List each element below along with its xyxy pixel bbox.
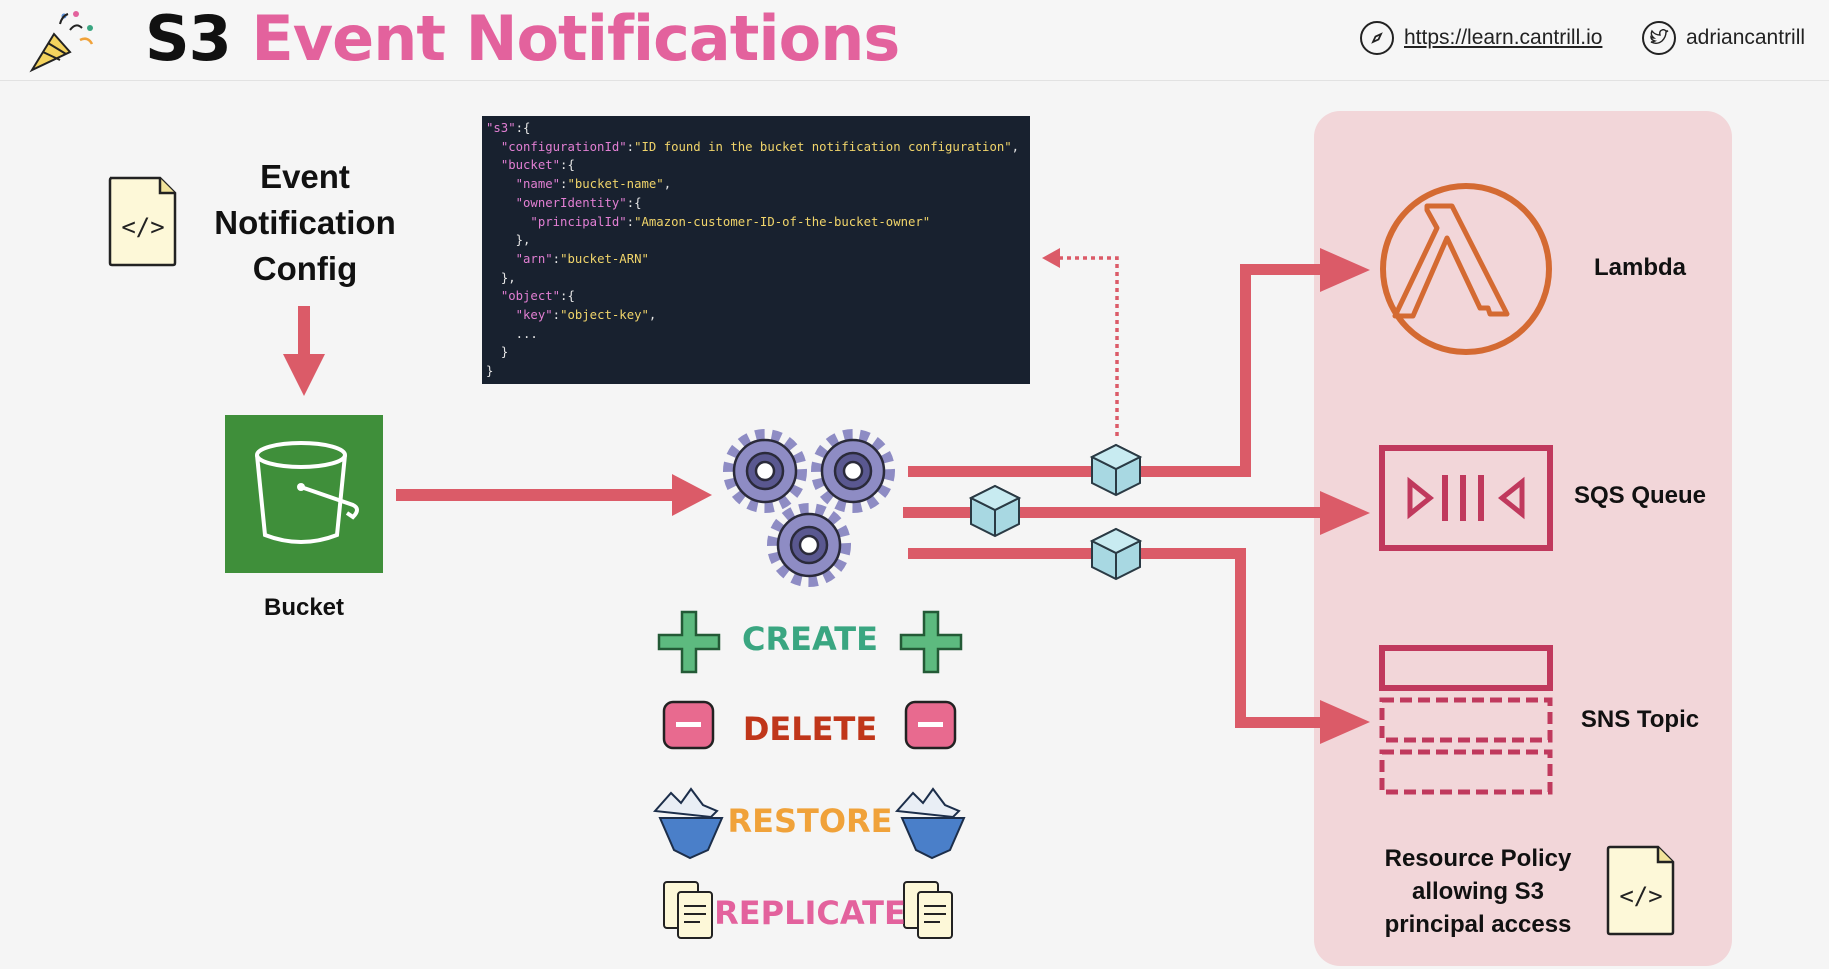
- title-event-notifications: Event Notifications: [251, 2, 900, 75]
- code-document-icon: </>: [108, 176, 177, 267]
- lambda-label: Lambda: [1593, 254, 1686, 281]
- code-line: "principalId":"Amazon-customer-ID-of-the…: [530, 214, 931, 229]
- resource-policy-line: allowing S3: [1411, 878, 1545, 905]
- code-key: "key": [515, 308, 553, 323]
- event-message-cube-icon: [1089, 527, 1143, 581]
- code-line: },: [515, 233, 531, 248]
- twitter-name[interactable]: adriancantrill: [1686, 26, 1806, 49]
- website-url[interactable]: https://learn.cantrill.io: [1404, 26, 1603, 49]
- code-key: "object": [500, 289, 561, 304]
- svg-text:</>: </>: [121, 213, 164, 241]
- lambda-icon: [1380, 183, 1552, 355]
- route-to-sqs: [903, 491, 1370, 535]
- glacier-icon: [652, 787, 966, 860]
- event-message-cube-icon: [968, 484, 1022, 538]
- website-link[interactable]: https://learn.cantrill.io: [1360, 18, 1602, 58]
- event-restore: RESTORE: [727, 802, 893, 840]
- sns-topic-icon: [1379, 645, 1553, 795]
- code-line: }: [500, 345, 509, 360]
- sns-label: SNS Topic: [1580, 706, 1700, 733]
- resource-policy-line: principal access: [1384, 911, 1572, 938]
- code-line: "object":{: [500, 289, 575, 304]
- code-value: "ID found in the bucket notification con…: [634, 139, 1012, 154]
- code-line: "arn":"bucket-ARN": [515, 251, 649, 266]
- route-to-lambda: [908, 248, 1370, 477]
- resource-policy-label: Resource Policy allowing S3 principal ac…: [1358, 842, 1598, 941]
- code-key: "ownerIdentity": [515, 195, 627, 210]
- bucket-label: Bucket: [263, 594, 345, 621]
- event-replicate: REPLICATE: [714, 894, 906, 932]
- code-key: "bucket": [500, 158, 561, 173]
- svg-text:</>: </>: [1619, 882, 1662, 910]
- code-line: "configurationId":"ID found in the bucke…: [500, 139, 1020, 154]
- code-value: "bucket-ARN": [560, 251, 649, 266]
- config-to-bucket-arrow: [283, 306, 325, 396]
- twitter-handle[interactable]: adriancantrill: [1642, 18, 1805, 58]
- page-title: S3 Event Notifications: [145, 2, 900, 75]
- minus-icon: [662, 700, 957, 750]
- copy-documents-icon: [663, 881, 953, 939]
- config-label-line: Event: [260, 158, 350, 195]
- s3-bucket-icon: [225, 415, 383, 573]
- config-label-line: Notification: [214, 204, 396, 241]
- code-line: "key":"object-key",: [515, 308, 657, 323]
- event-data-dotted-arrow: [1042, 248, 1119, 436]
- route-to-sns: [908, 548, 1370, 744]
- code-line: },: [500, 270, 516, 285]
- header: S3 Event Notifications https://learn.can…: [0, 0, 1829, 81]
- code-key: "arn": [515, 251, 553, 266]
- event-message-cube-icon: [1089, 443, 1143, 497]
- code-key: "name": [515, 177, 561, 192]
- config-label: Event Notification Config: [185, 154, 425, 292]
- sqs-queue-icon: [1379, 445, 1553, 551]
- code-line: "ownerIdentity":{: [515, 195, 642, 210]
- event-create: CREATE: [742, 620, 878, 658]
- code-line: }: [486, 364, 494, 379]
- gear-icon: [723, 429, 895, 587]
- code-value: "bucket-name": [567, 177, 664, 192]
- code-document-icon: </>: [1606, 845, 1675, 936]
- code-value: "object-key": [560, 308, 649, 323]
- sqs-label: SQS Queue: [1573, 482, 1707, 509]
- twitter-bird-icon: [1642, 21, 1676, 55]
- code-key: "principalId": [530, 214, 627, 229]
- party-popper-icon: [29, 11, 94, 73]
- code-line: "bucket":{: [500, 158, 575, 173]
- event-delete: DELETE: [742, 710, 878, 748]
- code-value: "Amazon-customer-ID-of-the-bucket-owner": [634, 214, 931, 229]
- title-s3: S3: [145, 2, 232, 75]
- bucket-to-events-arrow: [396, 474, 712, 516]
- compass-icon: [1360, 21, 1394, 55]
- code-line: ...: [515, 326, 538, 341]
- event-json-snippet: "s3":{ "configurationId":"ID found in th…: [482, 116, 1030, 384]
- plus-icon: [657, 610, 963, 674]
- code-key: "configurationId": [500, 139, 627, 154]
- config-label-line: Config: [252, 250, 358, 287]
- code-line: "s3":{: [486, 121, 531, 135]
- resource-policy-line: Resource Policy: [1384, 845, 1572, 872]
- code-line: "name":"bucket-name",: [515, 177, 672, 192]
- code-key: "s3": [486, 121, 516, 135]
